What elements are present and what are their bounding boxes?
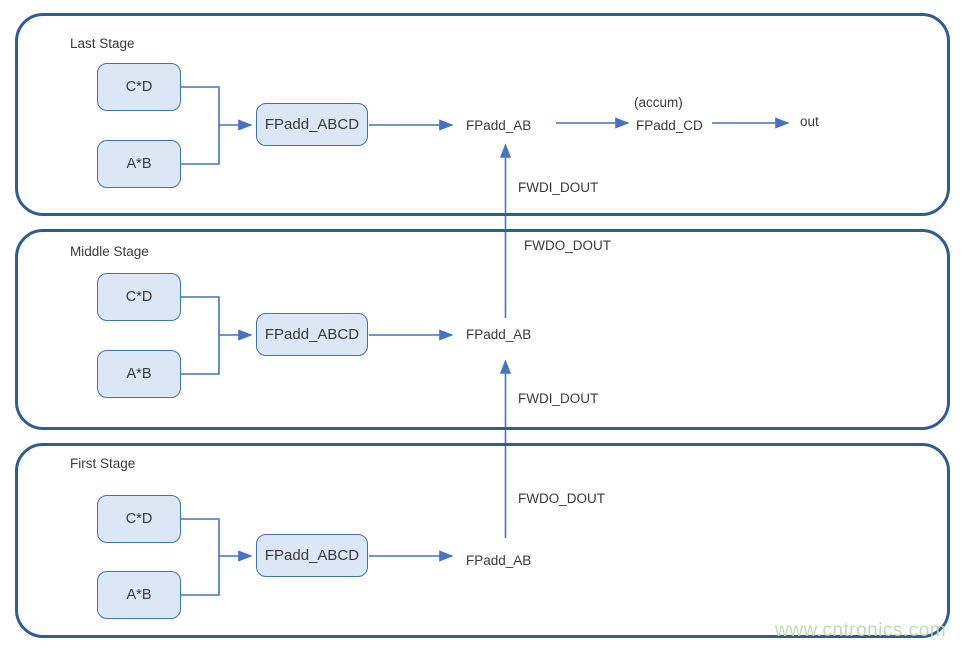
middle-fpadd-abcd-box: FPadd_ABCD xyxy=(256,313,368,356)
middle-fpadd-ab-node: FPadd_AB xyxy=(466,327,532,342)
stage-last xyxy=(15,13,950,216)
first-fpadd-abcd-box: FPadd_ABCD xyxy=(256,534,368,577)
stage-middle-label: Middle Stage xyxy=(70,244,149,259)
middle-mul-ab-box: A*B xyxy=(97,350,181,398)
stage-last-label: Last Stage xyxy=(70,36,135,51)
watermark-text: www.cntronics.com xyxy=(775,620,947,641)
stage-first xyxy=(15,443,950,638)
last-mul-ab-box: A*B xyxy=(97,140,181,188)
last-out-node: out xyxy=(800,114,819,129)
first-fpadd-ab-node: FPadd_AB xyxy=(466,553,532,568)
last-accum-note: (accum) xyxy=(634,95,683,110)
stage-first-label: First Stage xyxy=(70,456,136,471)
middle-fwdi-dout-label: FWDI_DOUT xyxy=(518,391,599,406)
middle-mul-cd-box: C*D xyxy=(97,273,181,321)
last-fpadd-ab-node: FPadd_AB xyxy=(466,118,532,133)
first-mul-ab-box: A*B xyxy=(97,571,181,619)
last-fpadd-abcd-box: FPadd_ABCD xyxy=(256,103,368,146)
last-mul-cd-box: C*D xyxy=(97,63,181,111)
last-fwdi-dout-label: FWDI_DOUT xyxy=(518,180,599,195)
first-mul-cd-box: C*D xyxy=(97,495,181,543)
stage-middle xyxy=(15,229,950,430)
middle-fwdo-dout-label: FWDO_DOUT xyxy=(524,238,611,253)
first-fwdo-dout-label: FWDO_DOUT xyxy=(518,491,605,506)
last-fpadd-cd-node: FPadd_CD xyxy=(636,118,703,133)
